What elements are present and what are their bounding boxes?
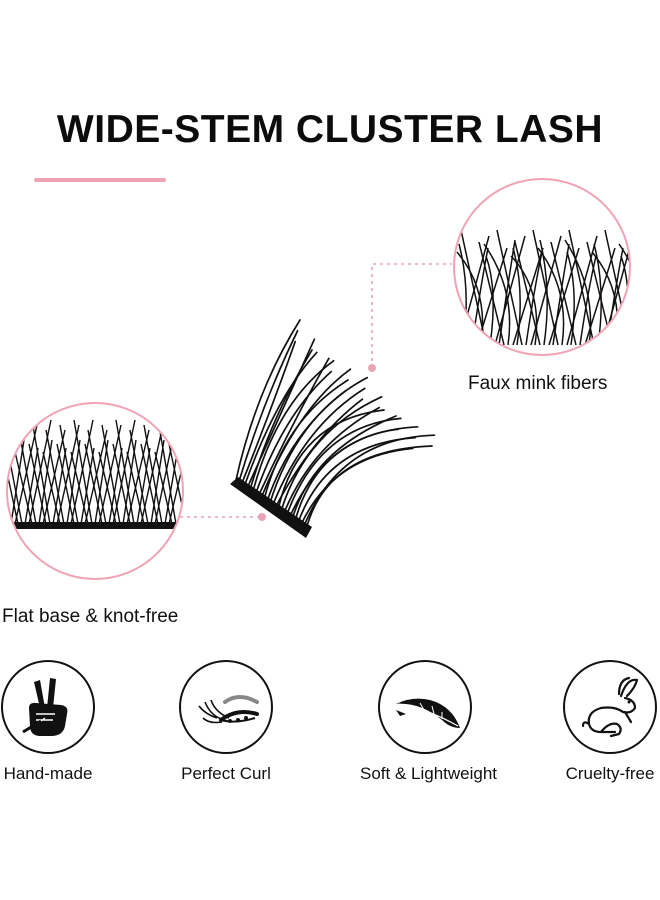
feature-hand-made: Hand-made	[0, 660, 113, 784]
title-underline	[34, 178, 166, 182]
feature-cruelty-free: Cruelty-free	[545, 660, 660, 784]
feature-ring	[179, 660, 273, 754]
feather-icon	[396, 698, 460, 728]
lash-cluster	[230, 319, 436, 538]
faux-mink-closeup	[453, 178, 631, 356]
feature-ring	[378, 660, 472, 754]
feature-label: Hand-made	[3, 764, 93, 783]
feature-soft-lightweight: Soft & Lightweight	[360, 660, 498, 784]
lash-illustration	[6, 178, 631, 580]
connector-faux	[371, 263, 452, 368]
feature-label: Soft & Lightweight	[360, 764, 498, 783]
feature-ring	[1, 660, 95, 754]
callout-faux-mink: Faux mink fibers	[468, 373, 608, 394]
feature-label: Cruelty-free	[565, 764, 655, 783]
flat-base-closeup	[6, 402, 184, 580]
connector-dot-base	[258, 513, 266, 521]
feature-label: Perfect Curl	[181, 764, 271, 783]
curled-lash-icon	[198, 695, 259, 724]
feature-perfect-curl: Perfect Curl	[161, 660, 291, 784]
rabbit-icon	[581, 676, 639, 738]
page-title: WIDE-STEM CLUSTER LASH	[56, 108, 604, 151]
feature-ring	[563, 660, 657, 754]
callout-flat-base: Flat base & knot-free	[2, 606, 179, 627]
connector-dot-faux	[368, 364, 376, 372]
peace-hand-icon	[22, 678, 68, 736]
